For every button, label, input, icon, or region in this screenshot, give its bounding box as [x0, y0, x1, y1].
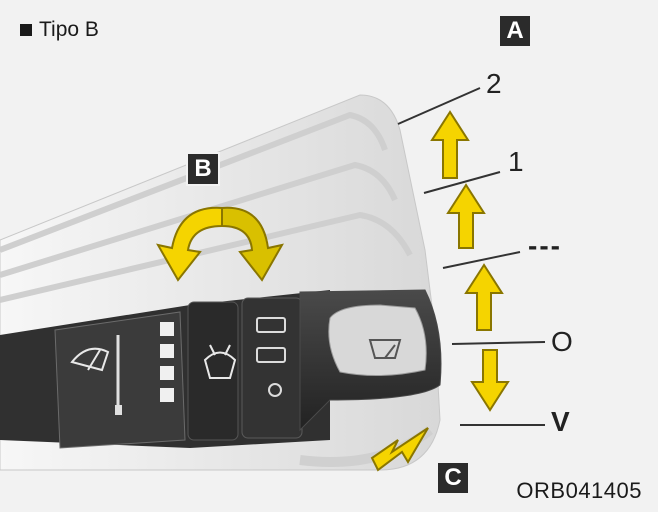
rear-wiper-icon — [368, 339, 402, 359]
position-label-dashes: --- — [528, 230, 562, 261]
wiper-icon — [70, 347, 110, 372]
position-label-off: O — [551, 326, 573, 357]
arrow-down-mist — [470, 349, 510, 412]
arrow-up-2 — [430, 110, 470, 179]
arrow-up-1 — [446, 183, 486, 249]
badge-c: C — [436, 461, 470, 495]
position-label-2: 2 — [486, 68, 502, 99]
rotate-right-arrow — [221, 206, 284, 282]
pull-arrow — [370, 427, 429, 472]
position-label-1: 1 — [508, 146, 524, 177]
reference-code: ORB041405 — [516, 478, 642, 503]
washer-icon — [203, 344, 237, 379]
caption: Tipo B — [20, 18, 99, 42]
arrow-up-dashes — [464, 263, 504, 331]
badge-b: B — [186, 152, 220, 186]
rotate-left-arrow — [156, 206, 223, 282]
intermittent-scale — [115, 317, 286, 415]
position-guides — [397, 87, 546, 426]
caption-text: Tipo B — [39, 18, 99, 41]
badge-a: A — [498, 14, 532, 48]
rotate-arrows — [156, 206, 284, 282]
position-label-mist: V — [551, 406, 570, 437]
position-arrows — [430, 110, 510, 412]
caption-square-bullet — [20, 24, 32, 36]
